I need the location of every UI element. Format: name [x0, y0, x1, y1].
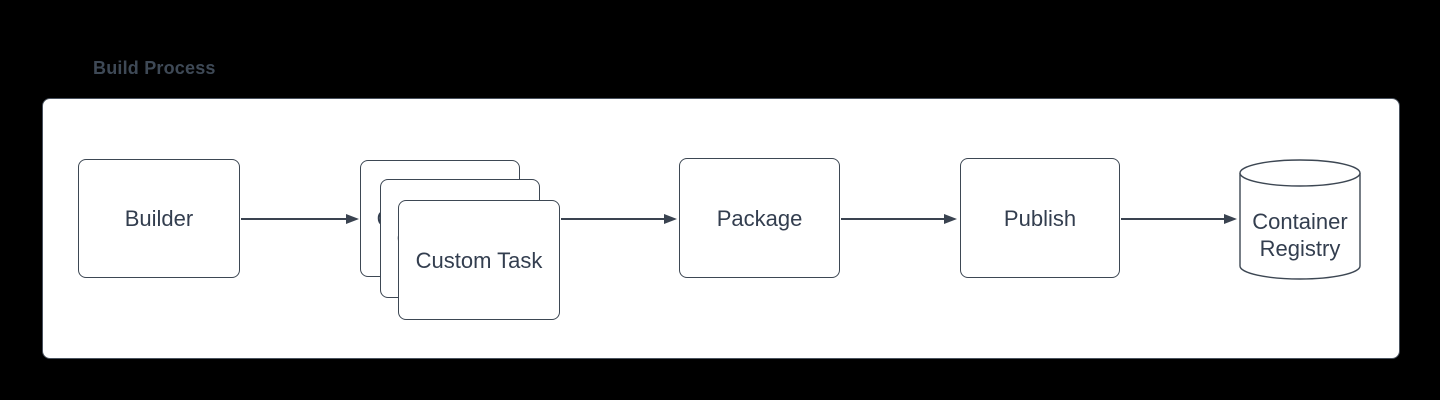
node-publish[interactable]: Publish	[960, 158, 1120, 278]
node-package-label: Package	[716, 205, 803, 231]
arrowhead-icon	[346, 214, 359, 224]
edge-line	[1121, 218, 1224, 220]
edge-package-to-publish	[841, 210, 957, 228]
node-container-registry-label: Container Registry	[1252, 208, 1348, 261]
arrowhead-icon	[944, 214, 957, 224]
edge-publish-to-container-registry	[1121, 210, 1237, 228]
node-container-registry[interactable]: Container Registry	[1239, 159, 1361, 280]
edge-builder-to-custom-task	[241, 210, 359, 228]
node-package[interactable]: Package	[679, 158, 840, 278]
arrowhead-icon	[1224, 214, 1237, 224]
diagram-title: Build Process	[93, 58, 216, 78]
edge-line	[241, 218, 346, 220]
node-publish-label: Publish	[1003, 205, 1077, 231]
edge-custom-task-to-package	[561, 210, 677, 228]
arrowhead-icon	[664, 214, 677, 224]
edge-line	[841, 218, 944, 220]
edge-line	[561, 218, 664, 220]
cylinder-shape	[1239, 159, 1361, 280]
node-builder[interactable]: Builder	[78, 159, 240, 278]
node-builder-label: Builder	[124, 206, 194, 231]
node-custom-task-label: Custom Task	[415, 247, 543, 273]
node-custom-task[interactable]: Custom Task	[398, 200, 560, 320]
